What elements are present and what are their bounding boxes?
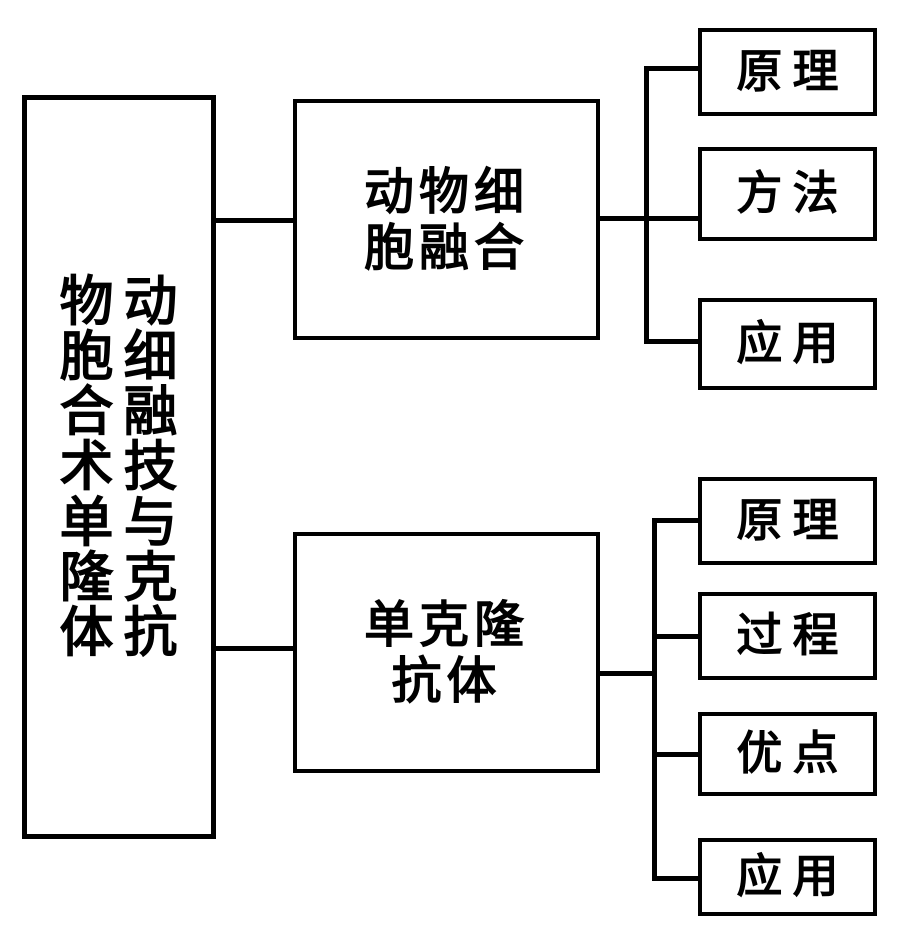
root-node[interactable]: 动 细 融 技 与 克 抗 物 胞 合 术 单 隆 体 xyxy=(22,95,216,839)
branch-node-monoclonal-antibody[interactable]: 单克隆抗体 xyxy=(293,532,600,773)
leaf-node-animal-principle-label: 原理 xyxy=(736,44,849,99)
root-char-10: 单 xyxy=(59,490,115,554)
leaf-node-animal-application-label: 应用 xyxy=(736,316,849,371)
leaf-node-mab-advantages[interactable]: 优点 xyxy=(698,712,877,796)
root-char-6: 合 xyxy=(59,380,115,444)
root-char-12: 隆 xyxy=(59,545,115,609)
root-char-9: 与 xyxy=(123,490,179,554)
root-char-3: 细 xyxy=(123,325,179,389)
leaf-node-mab-principle-label: 原理 xyxy=(736,493,849,548)
leaf-node-mab-advantages-label: 优点 xyxy=(736,726,849,781)
connector-mab-spine xyxy=(652,518,657,881)
branch-node-animal-cell-fusion-label: 动物细胞融合 xyxy=(364,164,529,276)
connector-animal-leaf-1 xyxy=(644,66,700,71)
connector-mab-leaf-4 xyxy=(652,876,700,881)
leaf-node-animal-principle[interactable]: 原理 xyxy=(698,28,877,116)
root-node-column-left: 物 胞 合 术 单 隆 体 xyxy=(56,106,118,828)
leaf-node-mab-application-label: 应用 xyxy=(736,849,849,904)
root-char-5: 融 xyxy=(123,380,179,444)
connector-mab-trunk xyxy=(599,671,657,676)
leaf-node-animal-application[interactable]: 应用 xyxy=(698,298,877,390)
root-char-14: 体 xyxy=(59,600,115,664)
connector-animal-spine xyxy=(644,66,649,344)
leaf-node-mab-application[interactable]: 应用 xyxy=(698,838,877,916)
connector-mab-leaf-3 xyxy=(652,752,700,757)
connector-animal-trunk xyxy=(599,216,649,221)
connector-mab-leaf-1 xyxy=(652,518,700,523)
connector-animal-leaf-2 xyxy=(644,216,700,221)
leaf-node-mab-principle[interactable]: 原理 xyxy=(698,477,877,565)
root-char-4: 胞 xyxy=(59,325,115,389)
root-char-8: 术 xyxy=(59,435,115,499)
root-char-11: 克 xyxy=(123,545,179,609)
leaf-node-mab-process[interactable]: 过程 xyxy=(698,592,877,680)
leaf-node-animal-method-label: 方法 xyxy=(736,166,849,221)
branch-label-line-2: 抗体 xyxy=(391,651,502,710)
leaf-node-animal-method[interactable]: 方法 xyxy=(698,147,877,241)
connector-mab-leaf-2 xyxy=(652,634,700,639)
branch-label-line-1: 单克隆 xyxy=(364,595,529,654)
root-char-1: 动 xyxy=(123,270,179,334)
branch-label-line-1: 动物细 xyxy=(364,162,529,221)
leaf-node-mab-process-label: 过程 xyxy=(736,608,849,663)
connector-animal-leaf-3 xyxy=(644,339,700,344)
connector-root-to-animal xyxy=(214,218,295,223)
connector-root-to-mab xyxy=(214,646,295,651)
root-char-13: 抗 xyxy=(123,600,179,664)
root-node-column-right: 动 细 融 技 与 克 抗 xyxy=(120,106,182,828)
branch-label-line-2: 胞融合 xyxy=(364,218,529,277)
branch-node-animal-cell-fusion[interactable]: 动物细胞融合 xyxy=(293,99,600,340)
root-char-7: 技 xyxy=(123,435,179,499)
root-char-2: 物 xyxy=(59,270,115,334)
root-node-vertical-text: 动 细 融 技 与 克 抗 物 胞 合 术 单 隆 体 xyxy=(56,100,182,834)
branch-node-monoclonal-antibody-label: 单克隆抗体 xyxy=(364,597,529,709)
